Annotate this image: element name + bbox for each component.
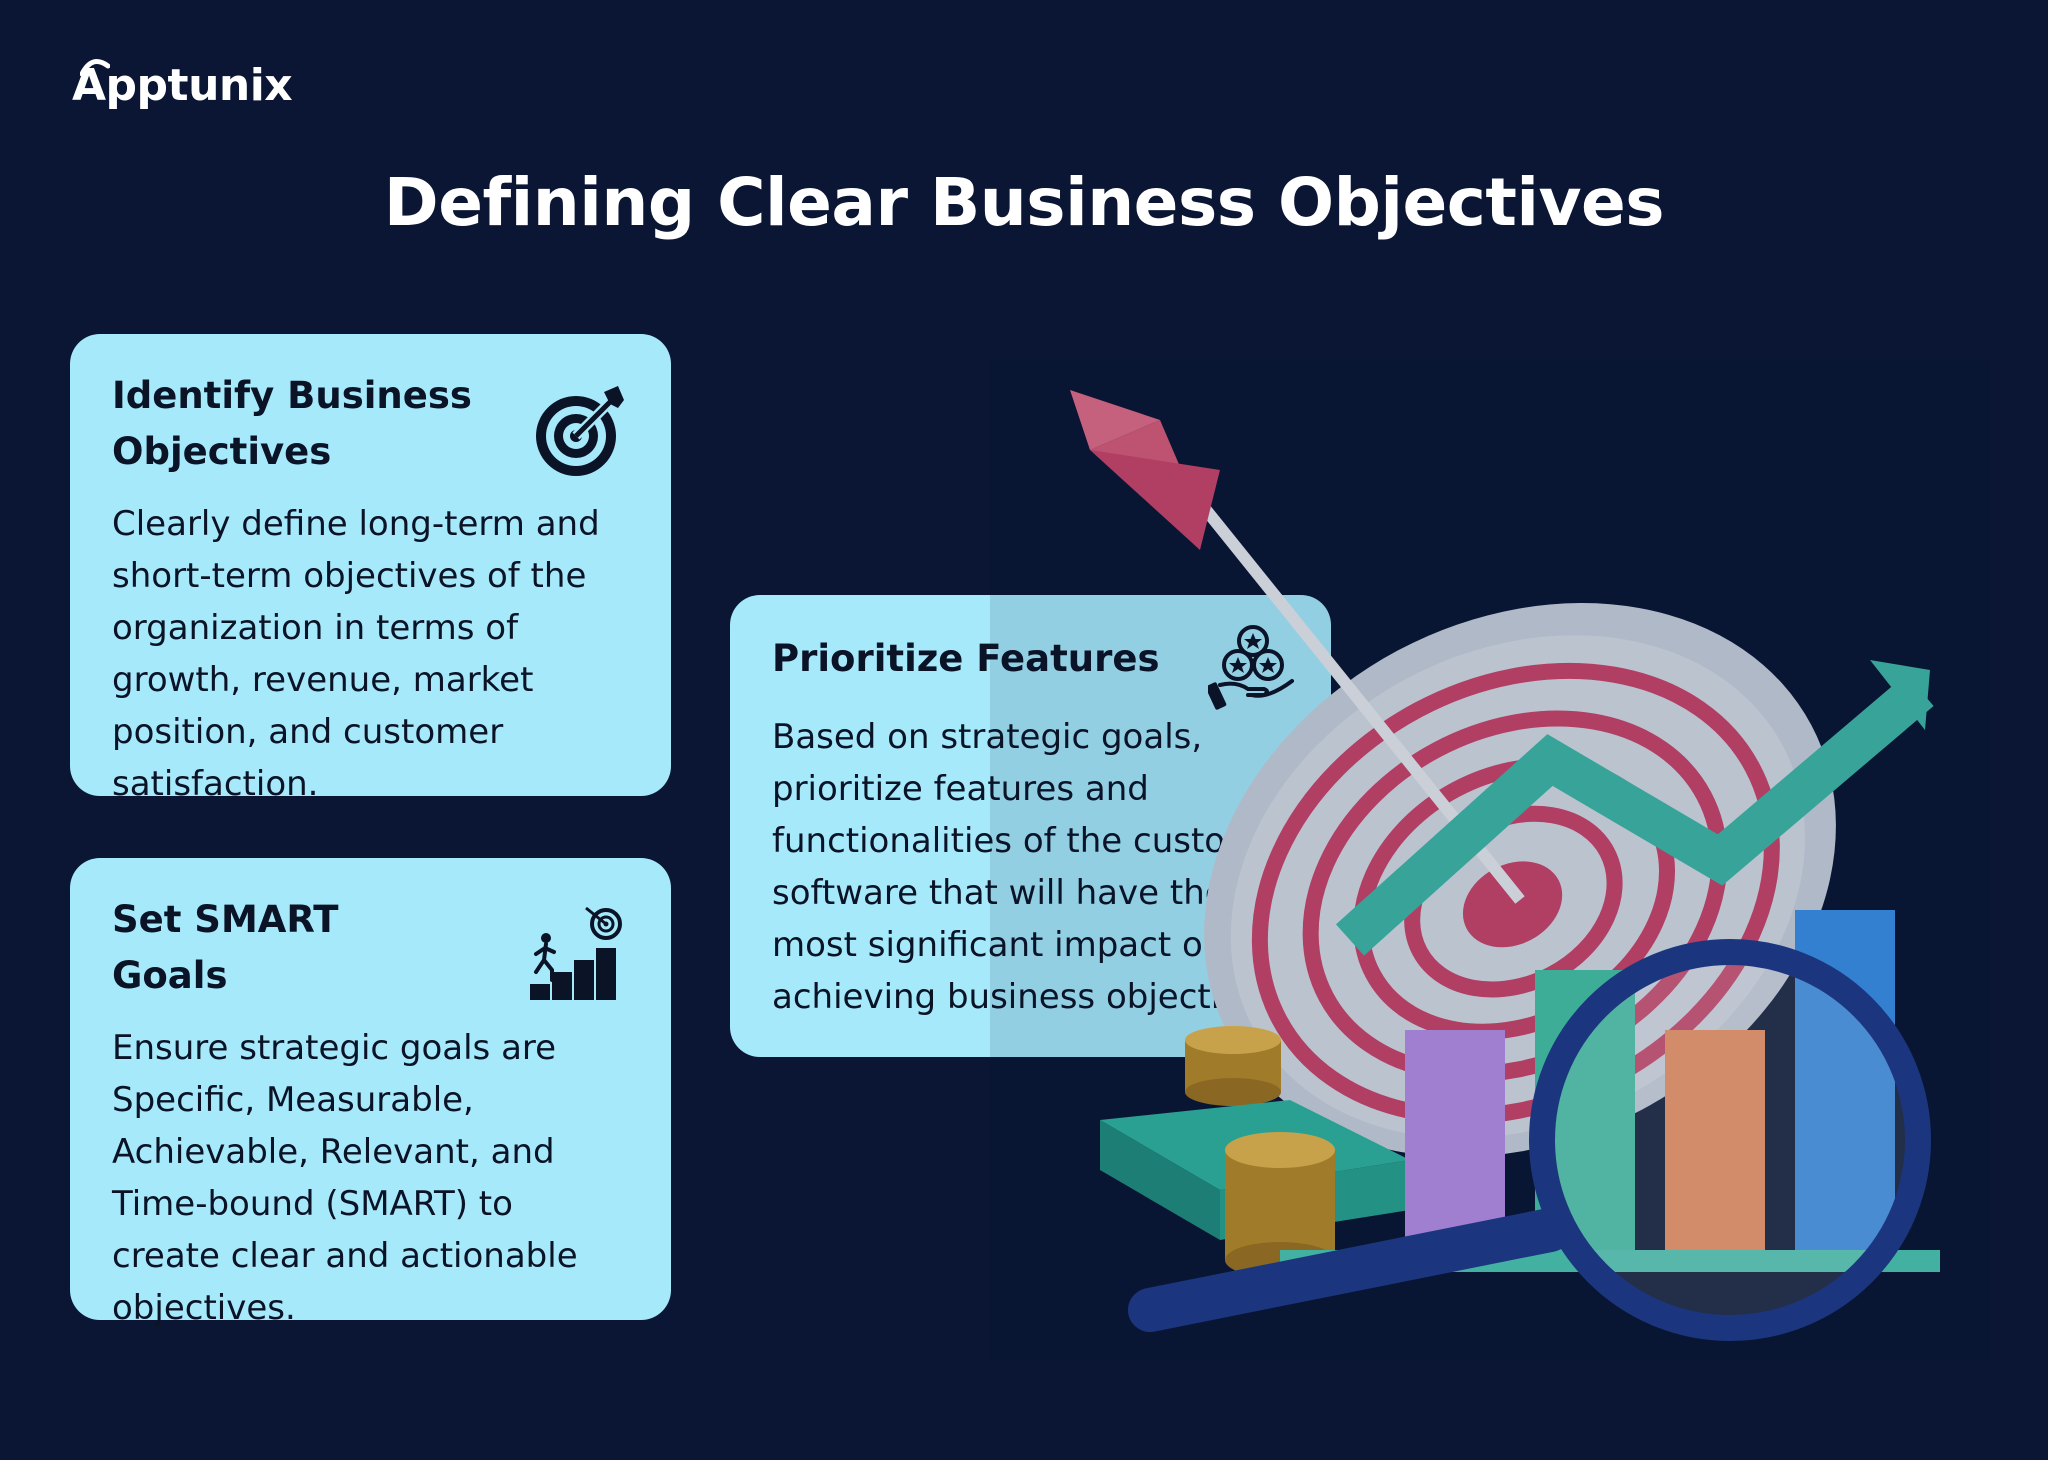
magnifier-graphic — [1128, 939, 1931, 1341]
card-body: Ensure strategic goals are Specific, Mea… — [112, 1028, 578, 1328]
card-title: Prioritize Features — [772, 637, 1160, 680]
growth-arrow-graphic — [1335, 673, 1934, 956]
coin-stack-graphic — [1185, 1026, 1281, 1106]
illustration-overlay — [990, 360, 1990, 1360]
card-title: Set SMART Goals — [112, 898, 339, 997]
target-dart-icon — [536, 386, 624, 476]
brand-logo: Apptunix — [72, 59, 293, 111]
brand-name: Apptunix — [72, 60, 293, 111]
page-title: Defining Clear Business Objectives — [383, 164, 1665, 241]
card-title: Identify Business Objectives — [112, 374, 472, 473]
logo-swoosh-icon — [80, 59, 110, 76]
card-identify-objectives: Identify Business Objectives Clearly def… — [70, 334, 671, 804]
growth-arrowhead-graphic — [1870, 660, 1930, 730]
card-set-smart-goals: Set SMART Goals Ensure strategic goals a… — [70, 858, 671, 1328]
dartboard-graphic — [1204, 603, 1836, 1157]
climbing-goals-icon — [530, 906, 622, 1000]
card-body: Clearly define long-term and short-term … — [112, 504, 600, 804]
card-body: Based on strategic goals, prioritize fea… — [772, 717, 1290, 1017]
target-growth-illustration — [990, 360, 1990, 1360]
hand-stars-icon — [1208, 625, 1294, 710]
